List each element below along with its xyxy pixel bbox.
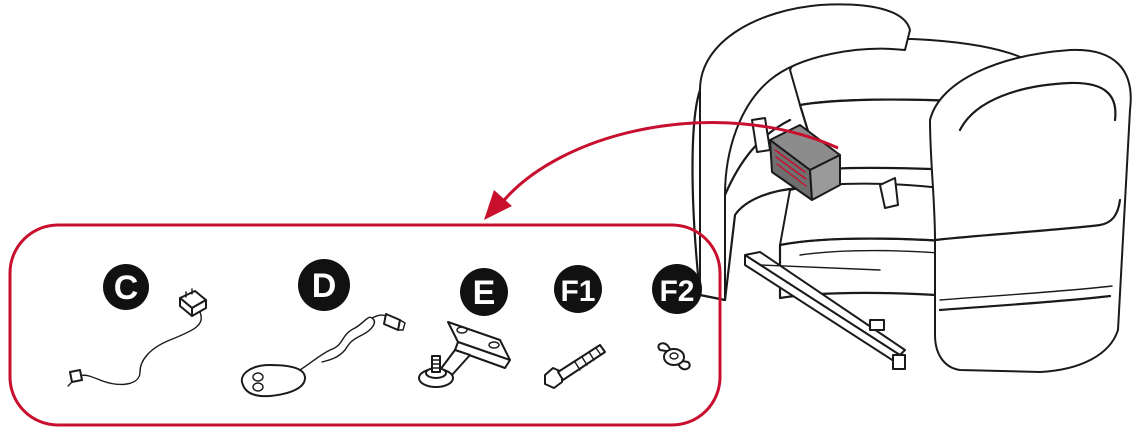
- bolt-icon: [544, 344, 606, 389]
- badge-c: C: [103, 264, 149, 310]
- badge-e: E: [460, 268, 508, 316]
- badge-e-label: E: [473, 274, 496, 312]
- hand-remote-icon: [240, 313, 406, 398]
- power-adapter-icon: [67, 288, 207, 387]
- badge-f2-label: F2: [659, 275, 694, 308]
- badge-d-label: D: [312, 267, 337, 305]
- parts-frame: [8, 223, 722, 427]
- badge-f2: F2: [652, 264, 702, 314]
- badge-d: D: [298, 259, 350, 311]
- arrow-callout: [484, 121, 839, 220]
- badge-f1: F1: [554, 265, 602, 313]
- badge-c-label: C: [114, 269, 139, 307]
- recliner-chair: [691, 3, 1132, 373]
- badge-f1-label: F1: [560, 275, 595, 308]
- wing-nut-icon: [657, 342, 691, 371]
- mounting-bracket-icon: [418, 321, 511, 388]
